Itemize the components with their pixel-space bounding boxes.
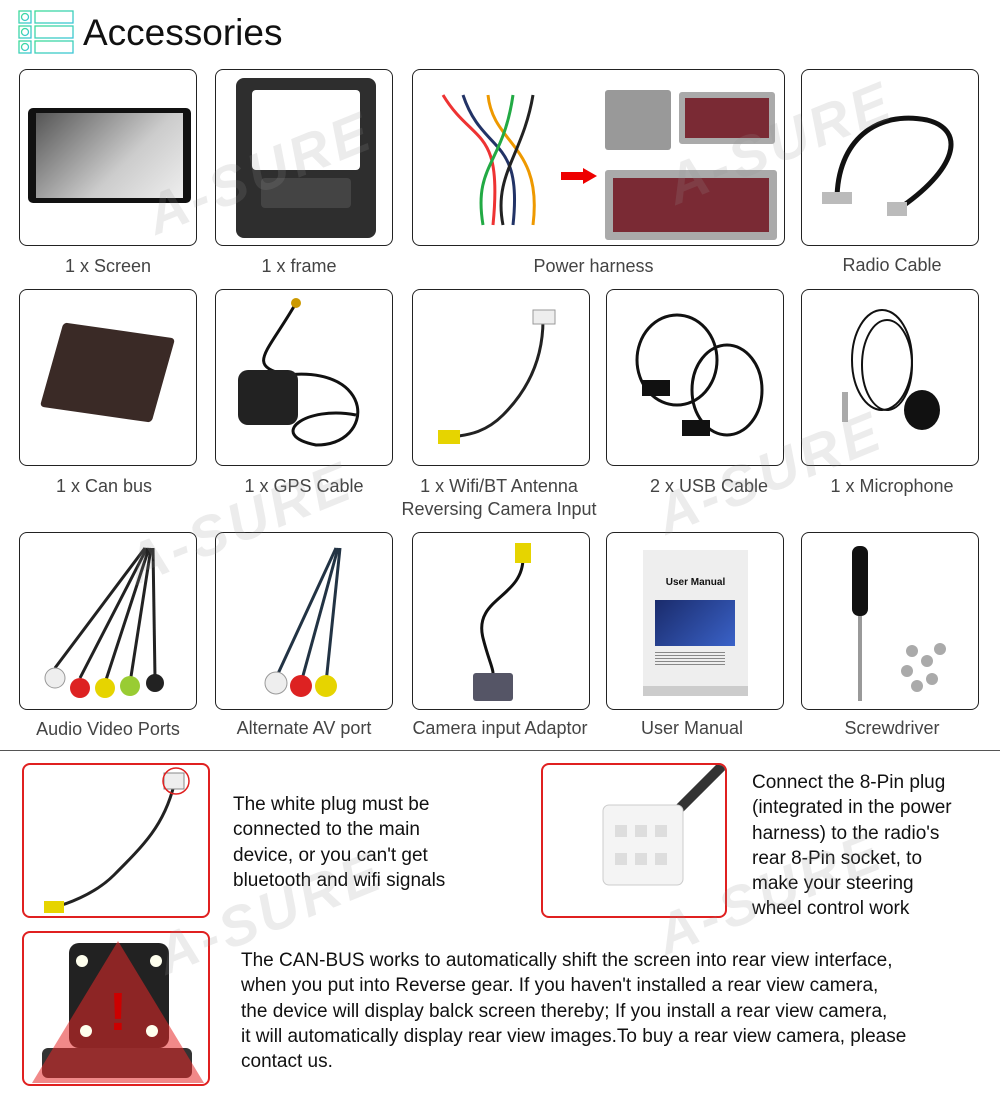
camera-adaptor-card [412, 532, 590, 710]
screwdriver-card [801, 532, 979, 710]
wifi-bt-image [438, 309, 556, 444]
microphone-image [842, 309, 940, 430]
canbus-card [19, 289, 197, 466]
screen-card [19, 69, 197, 246]
canbus-note: The CAN-BUS works to automatically shift… [241, 950, 907, 1073]
radio-cable-image [822, 115, 954, 216]
white-plug-image [22, 763, 210, 918]
usb-image [635, 313, 764, 437]
screen-image [28, 108, 191, 203]
item-label-2: Reversing Camera Input [401, 499, 597, 519]
item-label: 1 x frame [261, 256, 337, 276]
gps-image [238, 298, 360, 447]
wifi-bt-card [412, 289, 590, 466]
microphone-card [801, 289, 979, 466]
item-label: Alternate AV port [236, 718, 372, 738]
item-label: Audio Video Ports [36, 719, 180, 739]
item-label: Radio Cable [842, 255, 942, 275]
manual-cover-title: User Manual [665, 577, 726, 588]
section-divider [0, 750, 1000, 751]
eight-pin-note: Connect the 8-Pin plug(integrated in the… [752, 772, 952, 920]
frame-card [215, 69, 393, 246]
power-harness-card [412, 69, 785, 246]
rear-camera-warning-image: ! [22, 931, 210, 1086]
item-label: Screwdriver [844, 718, 940, 738]
gps-card [215, 289, 393, 466]
av-ports-image [44, 547, 164, 698]
user-manual-card: User Manual [606, 532, 784, 710]
canbus-image [39, 322, 176, 423]
item-label: 1 x Can bus [55, 476, 153, 496]
eight-pin-plug-image [541, 763, 727, 918]
camera-adaptor-image [473, 543, 531, 701]
item-label: User Manual [640, 718, 744, 738]
screwdriver-image [852, 546, 946, 701]
page-title: Accessories [83, 12, 283, 53]
user-manual-image: User Manual [643, 550, 748, 696]
alternate-av-image [264, 547, 342, 697]
warning-triangle-icon [32, 941, 204, 1083]
item-label: 1 x Wifi/BT Antenna [420, 476, 578, 496]
harness-image [433, 85, 563, 235]
frame-image [236, 78, 376, 238]
item-label: 1 x Screen [64, 256, 152, 276]
item-label: 1 x GPS Cable [244, 476, 364, 496]
radio-cable-card [801, 69, 979, 246]
list-icon [18, 10, 74, 55]
item-label: Power harness [533, 256, 654, 276]
av-ports-card [19, 532, 197, 710]
item-label: 1 x Microphone [830, 476, 954, 496]
arrow-right-icon [561, 168, 597, 184]
alternate-av-card [215, 532, 393, 710]
item-label: 2 x USB Cable [649, 476, 769, 496]
usb-card [606, 289, 784, 466]
item-label: Camera input Adaptor [412, 718, 588, 738]
